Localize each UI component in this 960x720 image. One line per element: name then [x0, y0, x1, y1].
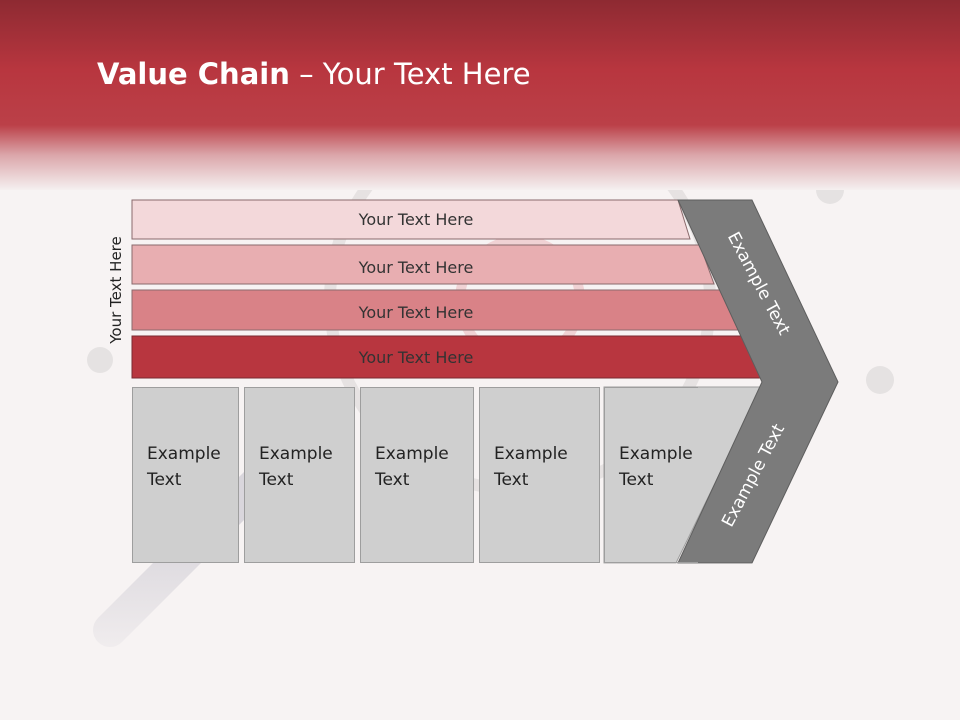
support-bar-label: Your Text Here [358, 348, 474, 367]
reflection-fade [0, 563, 960, 720]
activity-box: Example Text [604, 387, 698, 563]
slide-title-bold: Value Chain [97, 57, 290, 91]
slide-title-rest: – Your Text Here [289, 57, 531, 91]
activity-box-line2: Text [259, 470, 294, 490]
activity-box-line1: Example [259, 444, 333, 464]
activity-box: Example Text [479, 387, 600, 563]
person-icon [866, 366, 894, 394]
activity-box-line2: Text [619, 470, 654, 490]
activity-box-line1: Example [375, 444, 449, 464]
person-icon [87, 347, 113, 373]
activity-box: Example Text [360, 387, 474, 563]
activity-box-line2: Text [147, 470, 182, 490]
support-bar [131, 244, 715, 285]
header-band [0, 0, 960, 190]
support-bar-label: Your Text Here [358, 303, 474, 322]
activity-box-line2: Text [494, 470, 529, 490]
activity-box-line1: Example [147, 444, 221, 464]
activity-box-line1: Example [494, 444, 568, 464]
support-bar-label: Your Text Here [358, 210, 474, 229]
activity-box: Example Text [132, 387, 239, 563]
support-bar-label: Your Text Here [358, 258, 474, 277]
activity-box: Example Text [244, 387, 355, 563]
support-bar [131, 199, 691, 240]
slide-title: Value Chain – Your Text Here [97, 56, 531, 92]
activity-box-line2: Text [375, 470, 410, 490]
activity-box-line1: Example [619, 444, 693, 464]
